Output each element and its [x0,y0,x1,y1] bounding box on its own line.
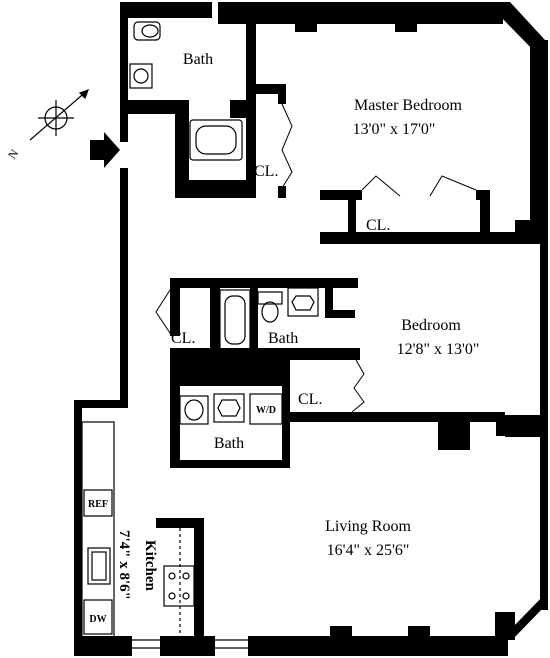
master-bedroom-label: Master Bedroom [354,97,463,114]
compass-icon [29,88,90,141]
toilet-icon [257,291,283,305]
kitchen-label: Kitchen [142,540,158,591]
kitchen-dims: 7'4" x 8'6" [116,530,132,600]
closet-label-bedroom-left: CL. [171,330,195,347]
walls [74,2,548,656]
master-bedroom-dims: 13'0" x 17'0" [353,121,436,138]
dishwasher-label: DW [89,614,106,625]
toilet-icon [133,21,161,41]
closet-label-bedroom-right: CL. [298,391,322,408]
bath-lower-label: Bath [214,435,244,452]
sink-icon [213,393,245,423]
washer-dryer-label: W/D [256,405,276,416]
windows [132,3,547,649]
north-label: N [5,146,22,161]
doors [155,103,477,413]
bathtub-icon [219,289,251,351]
living-room-dims: 16'4" x 25'6" [327,542,410,559]
stove-icon [163,565,195,607]
washer-dryer-box [249,393,283,425]
closet-label-master-1: CL. [254,163,278,180]
sink-icon [129,63,153,89]
bath-top-label: Bath [183,51,213,68]
living-room-label: Living Room [325,518,411,535]
refrigerator-label: REF [88,499,108,510]
kitchen-sink-icon [87,547,111,585]
labels: Bath Master Bedroom 13'0" x 17'0" CL. CL… [5,51,479,625]
entry-arrow-icon [90,132,120,168]
closet-label-master-2: CL. [366,217,390,234]
bedroom-dims: 12'8" x 13'0" [397,341,480,358]
toilet-icon [179,395,209,425]
fixtures [81,21,319,639]
kitchen-counter [81,421,115,639]
sink-icon [287,287,319,317]
bedroom-label: Bedroom [401,317,461,334]
bathtub-icon [189,119,243,161]
bath-mid-label: Bath [268,330,298,347]
